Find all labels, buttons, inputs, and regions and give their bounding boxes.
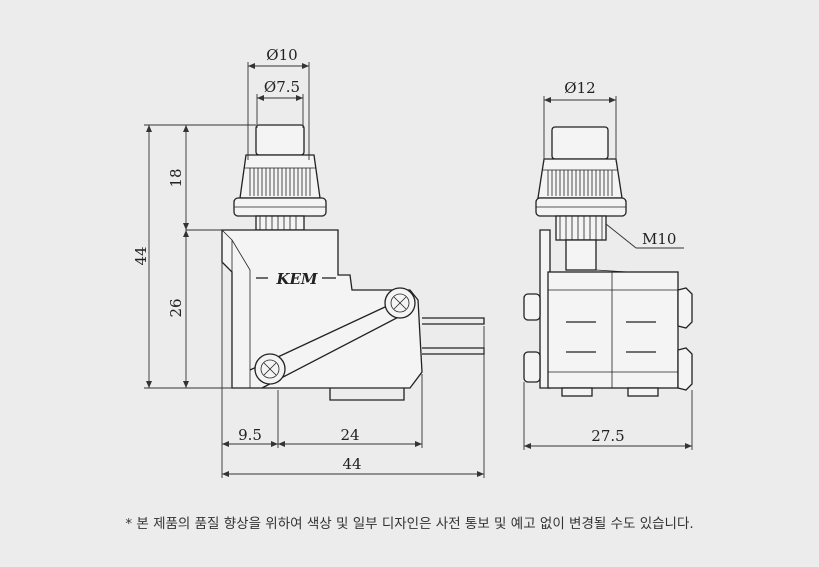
button-cap — [551, 126, 609, 160]
dim-dia-outer: Ø10 — [266, 46, 297, 64]
dim-width-right: 27.5 — [591, 427, 624, 445]
thread — [255, 215, 305, 231]
brand-logo: KEM — [275, 270, 317, 288]
dim-height-body: 26 — [167, 298, 185, 317]
footnote: * 본 제품의 품질 향상을 위하여 색상 및 일부 디자인은 사전 통보 및 … — [125, 516, 694, 532]
dim-dia-right: Ø12 — [564, 79, 595, 97]
plunger — [565, 239, 597, 271]
thread — [555, 215, 607, 241]
switch-block — [547, 271, 679, 389]
knurl-lines — [244, 167, 316, 196]
left-dimensions: Ø10 Ø7.5 44 18 26 9.5 24 44 — [132, 46, 485, 478]
dim-width-total: 44 — [342, 455, 361, 473]
button-cap — [255, 124, 305, 156]
knurled-collar — [239, 154, 321, 199]
hex-nut — [677, 347, 693, 391]
right-dimensions: Ø12 27.5 — [523, 79, 693, 450]
screw-icon — [254, 353, 286, 385]
dim-width-b: 24 — [340, 426, 359, 444]
technical-drawing: KEM Ø10 Ø7.5 44 18 26 9.5 24 44 — [132, 46, 693, 478]
dim-dia-inner: Ø7.5 — [264, 78, 300, 96]
dim-height-top: 18 — [167, 168, 185, 187]
right-view: M10 — [523, 126, 693, 397]
label-thread: M10 — [642, 230, 676, 248]
hex-nut — [677, 287, 693, 329]
dim-width-a: 9.5 — [238, 426, 262, 444]
left-view: KEM — [221, 124, 485, 401]
screw-icon — [384, 287, 416, 319]
dim-height-total: 44 — [132, 246, 150, 265]
